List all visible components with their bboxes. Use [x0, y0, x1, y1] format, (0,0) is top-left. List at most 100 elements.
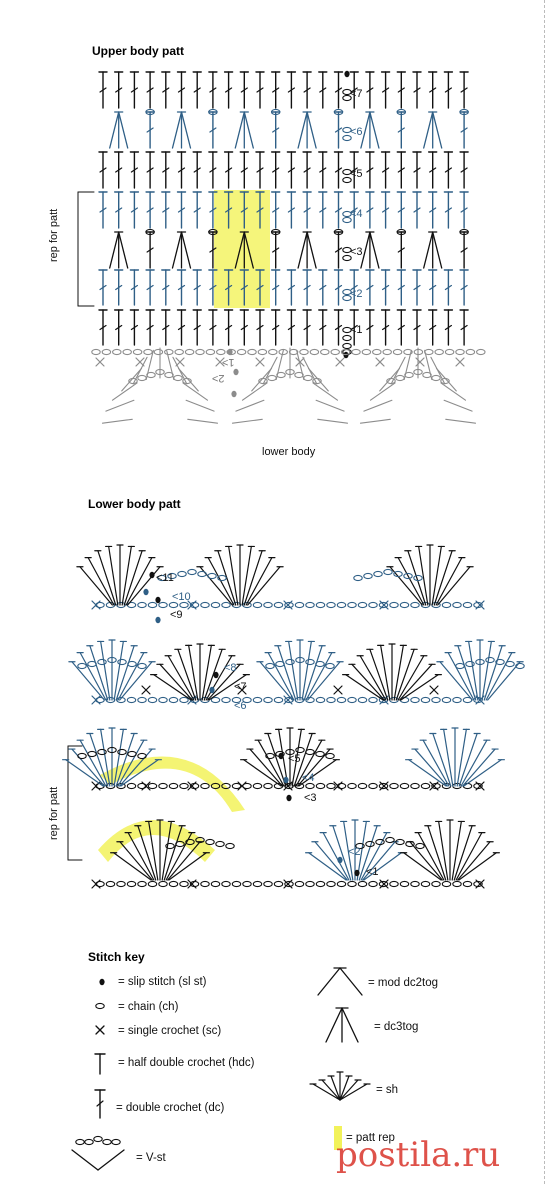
turning-chain	[342, 134, 352, 142]
lower-chain-row	[221, 601, 231, 609]
lower-chain-row	[242, 880, 252, 888]
base-chain	[278, 348, 288, 356]
upper-dc-stitch	[334, 324, 343, 331]
dc3tog	[306, 111, 317, 149]
upper-dc-stitch	[193, 284, 201, 291]
dc3tog	[432, 111, 443, 149]
shell-stitch	[481, 640, 492, 701]
lower-chain-row	[315, 880, 326, 888]
shell-stitch	[362, 841, 396, 881]
single-crochet	[375, 357, 385, 367]
upper-bottom-row-1: 1>	[222, 356, 235, 368]
lower-chain-row	[399, 601, 410, 609]
lower-chain-row	[263, 880, 273, 888]
lower-chain-row	[368, 696, 378, 704]
lower-chain-row	[357, 696, 368, 704]
lower-chain-row	[326, 880, 336, 888]
lower-chain-row	[315, 696, 326, 704]
key-dc3tog-text: = dc3tog	[374, 1021, 419, 1033]
shell-stitch	[295, 739, 323, 787]
shell-stitch	[458, 732, 478, 787]
upper-dc-stitch	[146, 167, 154, 173]
lower-body-shell	[390, 356, 406, 385]
lower-chain-row	[368, 601, 378, 609]
shell-stitch	[148, 820, 159, 881]
shell-stitch	[243, 550, 263, 606]
lower-body-chain	[146, 371, 156, 379]
lower-body-label: lower body	[262, 446, 316, 458]
lower-chain-row	[347, 880, 357, 888]
turning-chain	[342, 254, 352, 262]
lower-chain-row	[420, 782, 431, 790]
shell-stitch	[409, 841, 443, 881]
lower-chain-row	[221, 696, 231, 704]
lower-body-chain	[267, 374, 277, 382]
shell-stitch	[163, 825, 183, 881]
base-chain	[112, 348, 122, 356]
upper-dc-stitch	[397, 127, 405, 133]
turning-chain	[342, 326, 352, 334]
shell-stitch	[462, 748, 496, 787]
upper-dc-stitch	[460, 324, 468, 331]
single-crochet	[379, 879, 389, 889]
lower-chain-row	[305, 601, 315, 609]
shell-stitch	[403, 852, 442, 881]
lower-chain-row	[336, 880, 347, 888]
shell-stitch	[277, 645, 297, 701]
upper-dc-stitch	[350, 167, 358, 173]
shell-stitch	[243, 759, 282, 787]
upper-dc-stitch	[303, 167, 311, 173]
lower-row-number-11: <11	[156, 572, 174, 584]
lower-chain-row	[273, 880, 284, 888]
lower-body-chain	[276, 371, 286, 379]
shell-chain	[353, 574, 363, 582]
shell-chain	[375, 838, 385, 846]
single-crochet	[333, 685, 343, 695]
lower-body-shell	[315, 399, 345, 412]
shell-stitch	[345, 673, 384, 701]
shell-chain	[413, 574, 423, 582]
lower-chain-row	[158, 782, 168, 790]
base-chain	[247, 348, 257, 356]
shell-stitch	[332, 825, 352, 881]
upper-dc-stitch	[193, 207, 201, 213]
upper-dc-stitch	[334, 167, 343, 173]
shell-chain	[107, 656, 117, 664]
lower-chain-row	[368, 782, 378, 790]
shell-stitch	[159, 663, 193, 701]
base-chain	[268, 348, 278, 356]
upper-dc-stitch	[99, 284, 107, 291]
upper-dc-stitch	[177, 324, 186, 331]
shell-stitch	[113, 728, 124, 787]
shell-stitch	[457, 645, 477, 701]
shell-stitch	[267, 732, 287, 787]
lower-row-number-4: <4	[302, 772, 315, 784]
lower-body-shell	[251, 367, 273, 392]
upper-dc-stitch	[99, 87, 107, 93]
lower-slip-stitch	[155, 616, 161, 624]
shell-stitch	[247, 566, 281, 606]
lower-chain-row	[168, 696, 179, 704]
shell-stitch	[397, 557, 425, 606]
lower-body-shell	[177, 367, 199, 392]
gray-slip	[227, 348, 233, 356]
lower-chain-row	[326, 601, 336, 609]
base-chain	[174, 348, 184, 356]
shell-stitch	[119, 841, 153, 881]
shell-stitch	[167, 841, 201, 881]
shell-stitch	[308, 852, 347, 881]
shell-stitch	[456, 728, 467, 787]
shell-stitch	[199, 566, 233, 606]
shell-stitch	[293, 732, 313, 787]
upper-dc-stitch	[397, 167, 405, 173]
lower-chain-row	[231, 782, 242, 790]
shell-stitch	[291, 728, 302, 787]
shell-stitch	[463, 759, 502, 787]
lower-slip-stitch	[286, 794, 292, 802]
upper-dc-stitch	[115, 324, 123, 331]
shell-chain	[495, 658, 505, 666]
lower-chain-row	[273, 696, 284, 704]
lower-chain-row	[389, 880, 399, 888]
lower-chain-row	[431, 880, 441, 888]
lower-row-number-8: <8	[224, 662, 237, 674]
